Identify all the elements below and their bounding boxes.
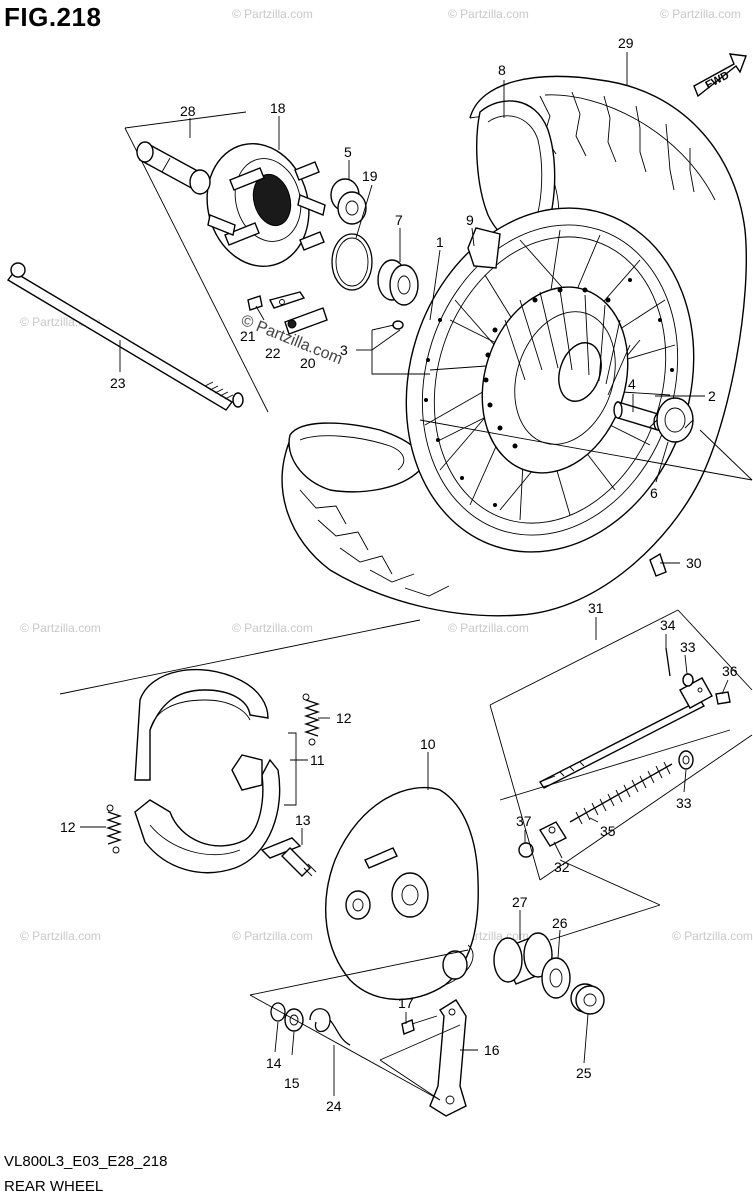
callout-25: 25 (576, 1065, 592, 1081)
joint-part-32 (538, 821, 568, 847)
callout-13: 13 (295, 812, 311, 828)
exploded-view-frames (59, 419, 753, 1101)
callout-16: 16 (484, 1042, 500, 1058)
callout-30: 30 (686, 555, 702, 571)
exploded-view-frame-upper (124, 111, 269, 413)
callout-18: 18 (270, 100, 286, 116)
clip-part-30 (649, 552, 667, 577)
callout-23: 23 (110, 375, 126, 391)
watermark-text: © Partzilla.com (232, 929, 313, 943)
nut-part-37 (518, 842, 534, 858)
callout-28: 28 (180, 103, 196, 119)
brake-cam-part-13 (260, 837, 317, 877)
callout-19: 19 (362, 168, 378, 184)
drawing-code: VL800L3_E03_E28_218 (4, 1153, 168, 1170)
o-ring-part-19 (331, 233, 373, 291)
callout-32: 32 (554, 859, 570, 875)
callout-33a: 33 (680, 639, 696, 655)
bearing-part-7 (377, 259, 419, 306)
callout-3: 3 (340, 342, 348, 358)
callout-37: 37 (516, 813, 532, 829)
drive-hub-part-18 (206, 143, 326, 267)
callout-24: 24 (326, 1098, 342, 1114)
cotter-pin-part-34 (665, 647, 671, 677)
callout-22: 22 (265, 345, 281, 361)
collar-part-5 (330, 178, 367, 225)
damper-part-20 (284, 307, 328, 335)
valve-cap-part-3 (392, 320, 404, 330)
callout-12a: 12 (336, 710, 352, 726)
callout-21: 21 (240, 328, 256, 344)
brake-rod-part-31 (538, 677, 713, 789)
callout-15: 15 (284, 1075, 300, 1091)
callout-34: 34 (660, 617, 676, 633)
callout-8: 8 (498, 62, 506, 78)
watermark-text: © Partzilla.com (232, 7, 313, 21)
callout-17: 17 (398, 995, 414, 1011)
callout-4: 4 (628, 376, 636, 392)
callout-7: 7 (395, 212, 403, 228)
callout-35: 35 (600, 823, 616, 839)
brake-shoe-part-11 (134, 668, 281, 874)
bearing-part-6 (648, 397, 694, 443)
fwd-label: FWD (704, 69, 732, 91)
brake-arm-part-16 (429, 999, 467, 1117)
callout-33b: 33 (676, 795, 692, 811)
spring-part-12-upper (302, 693, 321, 746)
section-title: REAR WHEEL (4, 1178, 104, 1195)
callout-11: 11 (310, 752, 325, 768)
callout-31: 31 (588, 600, 604, 616)
callout-14: 14 (266, 1055, 282, 1071)
callout-6: 6 (650, 485, 658, 501)
valve-part-9 (467, 227, 501, 269)
watermark-text: © Partzilla.com (20, 621, 101, 635)
callout-leaders (80, 52, 729, 1096)
watermark-text: © Partzilla.com (20, 929, 101, 943)
rear-hub-drum (424, 278, 674, 507)
callout-5: 5 (344, 144, 352, 160)
spring-part-35 (569, 761, 673, 825)
callout-29: 29 (618, 35, 634, 51)
lock-washer-part-22 (268, 291, 306, 309)
fwd-arrow-icon: FWD (693, 53, 747, 98)
sleeve-part-28 (136, 141, 211, 195)
callout-9: 9 (466, 212, 474, 228)
return-spring-part-24 (309, 1008, 351, 1046)
washer-part-33-lower (678, 750, 694, 770)
washer-part-33-upper (682, 673, 694, 687)
callout-labels: 8 29 9 1 2 3 4 6 5 19 7 18 28 23 21 22 2… (60, 35, 738, 1114)
callout-36: 36 (722, 663, 738, 679)
callout-20: 20 (300, 355, 316, 371)
brake-panel-part-10 (325, 786, 479, 1001)
watermark-text: © Partzilla.com (448, 7, 529, 21)
figure-title: FIG.218 (4, 2, 102, 32)
pin-part-36 (715, 691, 731, 705)
callout-26: 26 (552, 915, 568, 931)
spacer-part-27 (493, 932, 553, 985)
axle-nut-part-25 (570, 983, 605, 1015)
watermark-text: © Partzilla.com (672, 929, 753, 943)
washer-part-15 (284, 1008, 304, 1032)
watermark-text: © Partzilla.com (660, 7, 741, 21)
circlip-part-14 (270, 1002, 286, 1022)
callout-2: 2 (708, 388, 716, 404)
bolt-part-17 (401, 1015, 438, 1035)
callout-27: 27 (512, 894, 528, 910)
spring-part-12-lower (105, 804, 123, 854)
seal-part-26 (541, 957, 571, 999)
bolt-part-21 (247, 295, 265, 321)
callout-12b: 12 (60, 819, 76, 835)
callout-10: 10 (420, 736, 436, 752)
watermark-text: © Partzilla.com (448, 621, 529, 635)
callout-1: 1 (436, 234, 444, 250)
watermark-text: © Partzilla.com (232, 621, 313, 635)
